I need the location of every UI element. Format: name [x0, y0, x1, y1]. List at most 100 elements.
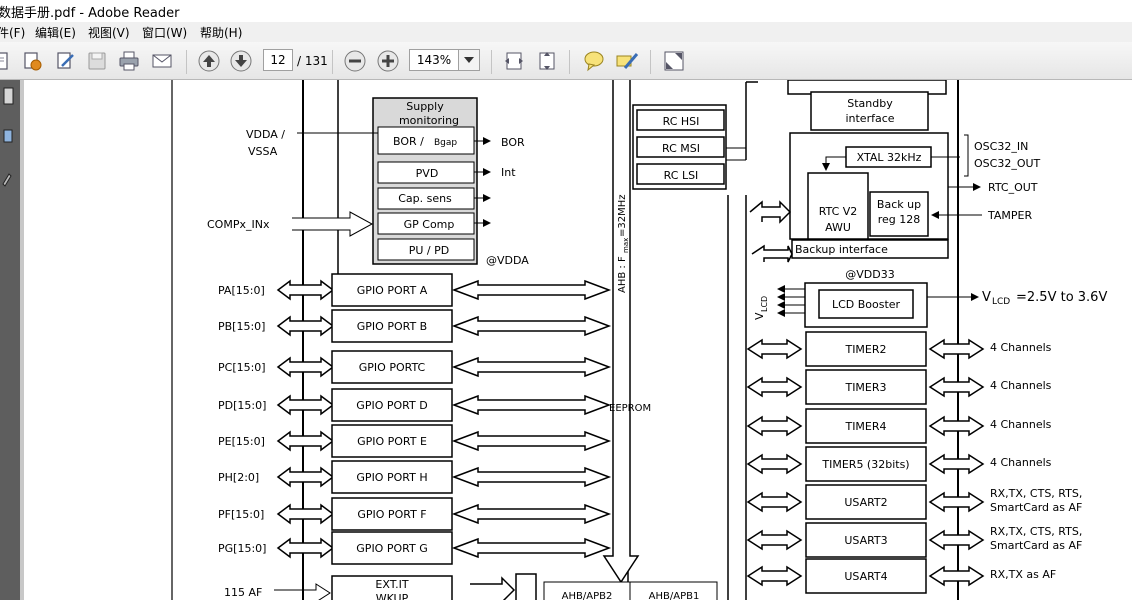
- toolbar: / 131: [0, 42, 1132, 80]
- svg-text:LCD: LCD: [992, 297, 1010, 307]
- zoom-out-icon[interactable]: [342, 48, 368, 74]
- create-pdf-icon[interactable]: [19, 48, 45, 74]
- rtc-label-1: RTC V2: [819, 205, 858, 218]
- peripheral-label: TIMER3: [844, 381, 886, 394]
- pane-divider[interactable]: [20, 80, 24, 600]
- peripheral-pin-arrow: [928, 491, 985, 513]
- highlight-icon[interactable]: [614, 48, 640, 74]
- rtc-label-2: AWU: [825, 221, 851, 234]
- peripheral-bus-arrow: [746, 338, 803, 360]
- peripheral-row: TIMER5 (32bits)4 Channels: [746, 446, 1052, 482]
- gpio-bus-arrow: [451, 356, 612, 378]
- window-title: 数据手册.pdf - Adobe Reader: [0, 6, 180, 21]
- edit-icon[interactable]: [52, 48, 78, 74]
- peripheral-label: TIMER4: [844, 420, 886, 433]
- gpio-pin-arrow: [276, 430, 335, 452]
- toolbar-separator: [569, 50, 570, 74]
- rc-oscillator-block: [636, 163, 725, 185]
- peripheral-pin-arrow: [928, 565, 985, 587]
- xtal-label: XTAL 32kHz: [857, 151, 922, 164]
- previous-page-icon[interactable]: [196, 48, 222, 74]
- peripheral-desc: 4 Channels: [990, 456, 1052, 469]
- menu-edit[interactable]: 编辑(E): [35, 26, 76, 40]
- comment-icon[interactable]: [581, 48, 607, 74]
- peripheral-desc: RX,TX, CTS, RTS,: [990, 487, 1082, 500]
- svg-text:V: V: [753, 312, 766, 320]
- gpio-pin-arrow: [276, 315, 335, 337]
- next-page-icon[interactable]: [228, 48, 254, 74]
- peripheral-desc: 4 Channels: [990, 379, 1052, 392]
- gpio-row: PA[15:0]GPIO PORT A: [218, 273, 612, 307]
- gpio-port-block: [331, 424, 453, 458]
- gpio-port-block: [331, 388, 453, 422]
- menu-window[interactable]: 窗口(W): [142, 26, 188, 40]
- attachments-icon[interactable]: [3, 129, 13, 143]
- rc-oscillator-block: [636, 109, 725, 131]
- gpio-bus-arrow: [451, 430, 612, 452]
- peripheral-pin-arrow: [928, 338, 985, 360]
- document-view[interactable]: Supply monitoring BOR / Bgap PVD Cap. se…: [24, 80, 1132, 600]
- signatures-icon[interactable]: [2, 173, 12, 187]
- lcd-booster-label: LCD Booster: [832, 298, 901, 311]
- gpio-pin-arrow: [276, 394, 335, 416]
- svg-text:V: V: [982, 290, 991, 305]
- gpio-pin-label: PE[15:0]: [218, 435, 265, 448]
- ahb-apb2-label: AHB/APB2: [562, 591, 613, 600]
- page-total: / 131: [297, 54, 328, 68]
- backup-reg-label-1: Back up: [877, 198, 921, 211]
- zoom-level-input[interactable]: [409, 49, 459, 71]
- osc32-out-label: OSC32_OUT: [974, 157, 1041, 170]
- gpio-bus-arrow: [451, 537, 612, 559]
- gpio-row: PF[15:0]GPIO PORT F: [218, 497, 612, 531]
- exti-label: EXT.IT: [375, 578, 408, 591]
- fit-width-icon[interactable]: [501, 48, 527, 74]
- pages-panel-icon[interactable]: [3, 87, 14, 105]
- peripheral-bus-arrow: [746, 565, 803, 587]
- menu-view[interactable]: 视图(V): [88, 26, 130, 40]
- gpio-port-label: GPIO PORTC: [359, 361, 426, 374]
- zoom-dropdown-button[interactable]: [458, 49, 480, 71]
- rc-oscillator-block: [636, 136, 725, 158]
- gpio-port-label: GPIO PORT D: [356, 399, 427, 412]
- gpio-port-block: [331, 460, 453, 494]
- rtc-out-label: RTC_OUT: [988, 181, 1038, 194]
- int-output-label: Int: [501, 166, 516, 179]
- email-icon[interactable]: [149, 48, 175, 74]
- gpio-port-label: GPIO PORT A: [357, 284, 428, 297]
- supply-title-2: monitoring: [399, 114, 459, 127]
- peripheral-desc: RX,TX, CTS, RTS,: [990, 525, 1082, 538]
- gpio-pin-label: PD[15:0]: [218, 399, 266, 412]
- page-number-input[interactable]: [263, 49, 293, 71]
- chevron-down-icon: [464, 57, 474, 63]
- toolbar-separator: [491, 50, 492, 74]
- print-icon[interactable]: [116, 48, 142, 74]
- save-icon[interactable]: [84, 48, 110, 74]
- supply-monitoring-block: Supply monitoring BOR / Bgap PVD Cap. se…: [372, 97, 478, 265]
- zoom-in-icon[interactable]: [375, 48, 401, 74]
- gpio-port-label: GPIO PORT B: [357, 320, 427, 333]
- gpio-bus-arrow: [451, 279, 612, 301]
- pvd-label: PVD: [416, 167, 439, 180]
- ahb-apb1-label: AHB/APB1: [649, 591, 700, 600]
- gpio-pin-label: PB[15:0]: [218, 320, 265, 333]
- toolbar-separator: [186, 50, 187, 74]
- backup-reg-label-2: reg 128: [878, 213, 921, 226]
- peripheral-pin-arrow: [928, 376, 985, 398]
- full-screen-icon[interactable]: [661, 48, 687, 74]
- menu-help[interactable]: 帮助(H): [200, 26, 243, 40]
- gpio-row: PH[2:0]GPIO PORT H: [218, 460, 612, 494]
- gpio-bus-arrow: [451, 394, 612, 416]
- peripheral-block: [805, 484, 927, 520]
- svg-text:=32MHz: =32MHz: [617, 195, 628, 238]
- vdd33-label: @VDD33: [845, 268, 894, 281]
- peripheral-pin-arrow: [928, 415, 985, 437]
- bor-bgap-label: Bgap: [434, 138, 457, 148]
- open-icon[interactable]: [0, 48, 14, 74]
- menu-file[interactable]: 件(F): [0, 26, 26, 40]
- title-bar: 数据手册.pdf - Adobe Reader: [0, 0, 1132, 22]
- gpio-row: PD[15:0] GPIO PORT D: [218, 388, 612, 422]
- fit-page-icon[interactable]: [534, 48, 560, 74]
- gpio-pin-label: PF[15:0]: [218, 508, 264, 521]
